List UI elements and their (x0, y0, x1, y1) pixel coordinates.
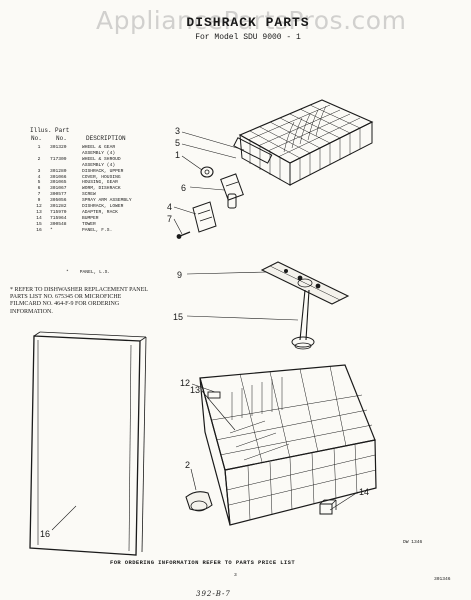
illus-no-cell: 5 (37, 180, 41, 186)
description-cell: ASSEMBLY (4) (82, 150, 116, 156)
callout-1: 1 (175, 150, 180, 160)
panel-ls-row: * PANEL, L.S. (66, 270, 110, 275)
watermark: AppliancePartsPros.com (96, 6, 407, 35)
header-illus-no: No. (31, 135, 42, 142)
callout-7: 7 (167, 214, 172, 224)
header-illus: Illus. (30, 127, 52, 134)
description-cell: PANEL, F.S. (82, 227, 113, 233)
header-description: DESCRIPTION (86, 135, 126, 142)
illus-no-cell: 12 (36, 204, 42, 210)
lower-dishrack-drawing (199, 364, 377, 526)
part-no-cell: 715970 (50, 209, 67, 215)
illus-no-cell: 1 (37, 145, 41, 150)
replacement-panel-note: * REFER TO DISHWASHER REPLACEMENT PANEL … (10, 287, 148, 315)
callout-9: 9 (177, 270, 182, 280)
callout-14: 14 (359, 487, 369, 497)
table-row: 7 300577 SCREW (30, 192, 134, 198)
illus-no-cell: 9 (37, 198, 41, 204)
header-part: Part (55, 127, 70, 134)
table-row: 1 301320 WHEEL & GEAR (30, 145, 134, 151)
description-cell: HOUSING, GEAR (82, 180, 118, 186)
callout-15: 15 (173, 312, 183, 322)
part-no-cell: 301282 (50, 204, 67, 210)
part-no-cell: 301320 (50, 145, 67, 150)
illus-no-cell: 4 (37, 174, 41, 180)
callout-4: 4 (167, 202, 172, 212)
illus-no-cell: 6 (37, 186, 41, 192)
model-subtitle: For Model SDU 9000 - 1 (195, 33, 301, 42)
illus-no-cell: 7 (37, 192, 41, 198)
panel-ls-description: PANEL, L.S. (79, 270, 111, 275)
wheel-shroud-drawing (185, 491, 213, 512)
illus-no-cell: 13 (36, 209, 42, 215)
illus-no-cell: 16 (36, 227, 42, 233)
description-cell: BUMPER (82, 215, 99, 221)
page-title: DISHRACK PARTS (186, 15, 310, 30)
description-cell: SPRAY ARM ASSEMBLY (82, 198, 132, 204)
table-row: ASSEMBLY (4) (30, 151, 134, 157)
callout-13: 13 (190, 385, 200, 395)
description-cell: COVER, HOUSING (82, 174, 121, 180)
table-row: 15 300548 TOWER (30, 222, 134, 228)
illus-no-cell: 15 (36, 221, 42, 227)
table-row: 16 * PANEL, F.S. (30, 228, 134, 234)
table-row: 5 301065 HOUSING, GEAR (30, 180, 134, 186)
part-no-cell: 301066 (50, 174, 67, 180)
description-cell: ADAPTER, RACK (82, 209, 118, 215)
description-cell: DISHRACK, UPPER (82, 168, 124, 174)
table-row: 13 715970 ADAPTER, RACK (30, 210, 134, 216)
part-no-cell: 717309 (50, 156, 67, 162)
callout-3: 3 (175, 126, 180, 136)
gear-housing-parts-drawing (176, 166, 244, 239)
document-code: 301346 (434, 577, 451, 582)
description-cell: SCREW (82, 192, 96, 198)
description-cell: WHEEL & GEAR (82, 145, 116, 150)
part-no-cell: 715964 (50, 215, 67, 221)
callout-12: 12 (180, 378, 190, 388)
ordering-footer: FOR ORDERING INFORMATION REFER TO PARTS … (110, 559, 296, 566)
table-row: 14 715964 BUMPER (30, 216, 134, 222)
table-row: 2 717309 WHEEL & SHROUD (30, 157, 134, 163)
part-no-cell: 300577 (50, 192, 67, 198)
part-no-cell: 301067 (50, 186, 67, 192)
callout-5: 5 (175, 138, 180, 148)
tower-drawing (291, 289, 315, 350)
callout-16: 16 (40, 529, 50, 539)
drawing-number: DW 1346 (403, 540, 423, 545)
spray-arm-drawing (260, 261, 350, 305)
panel-ls-part: * (66, 270, 69, 275)
header-part-no: No. (56, 135, 67, 142)
part-no-cell: 301065 (50, 180, 67, 186)
part-no-cell: 300548 (50, 221, 67, 227)
callout-2: 2 (185, 460, 190, 470)
part-no-cell: * (50, 227, 53, 233)
illus-no-cell: 3 (37, 168, 41, 174)
table-row: 9 305056 SPRAY ARM ASSEMBLY (30, 198, 134, 204)
part-no-cell: 301280 (50, 168, 67, 174)
table-row: ASSEMBLY (4) (30, 163, 134, 169)
table-row: 4 301066 COVER, HOUSING (30, 175, 134, 181)
handwritten-reference: 392-B-7 (196, 590, 231, 598)
table-row: 3 301280 DISHRACK, UPPER (30, 169, 134, 175)
callout-6: 6 (181, 183, 186, 193)
page-number: 3 (234, 573, 237, 578)
upper-dishrack-drawing (233, 99, 374, 186)
part-no-cell: 305056 (50, 198, 67, 204)
description-cell: WORM, DISHRACK (82, 186, 121, 192)
description-cell: WHEEL & SHROUD (82, 156, 121, 162)
table-row: 6 301067 WORM, DISHRACK (30, 186, 134, 192)
table-row: 12 301282 DISHRACK, LOWER (30, 204, 134, 210)
description-cell: DISHRACK, LOWER (82, 204, 124, 210)
illus-no-cell: 14 (36, 215, 42, 221)
bumper-drawing (319, 499, 337, 515)
description-cell: TOWER (82, 221, 96, 227)
illus-no-cell: 2 (37, 156, 41, 162)
description-cell: ASSEMBLY (4) (82, 162, 116, 168)
door-panel-drawing (29, 331, 147, 556)
